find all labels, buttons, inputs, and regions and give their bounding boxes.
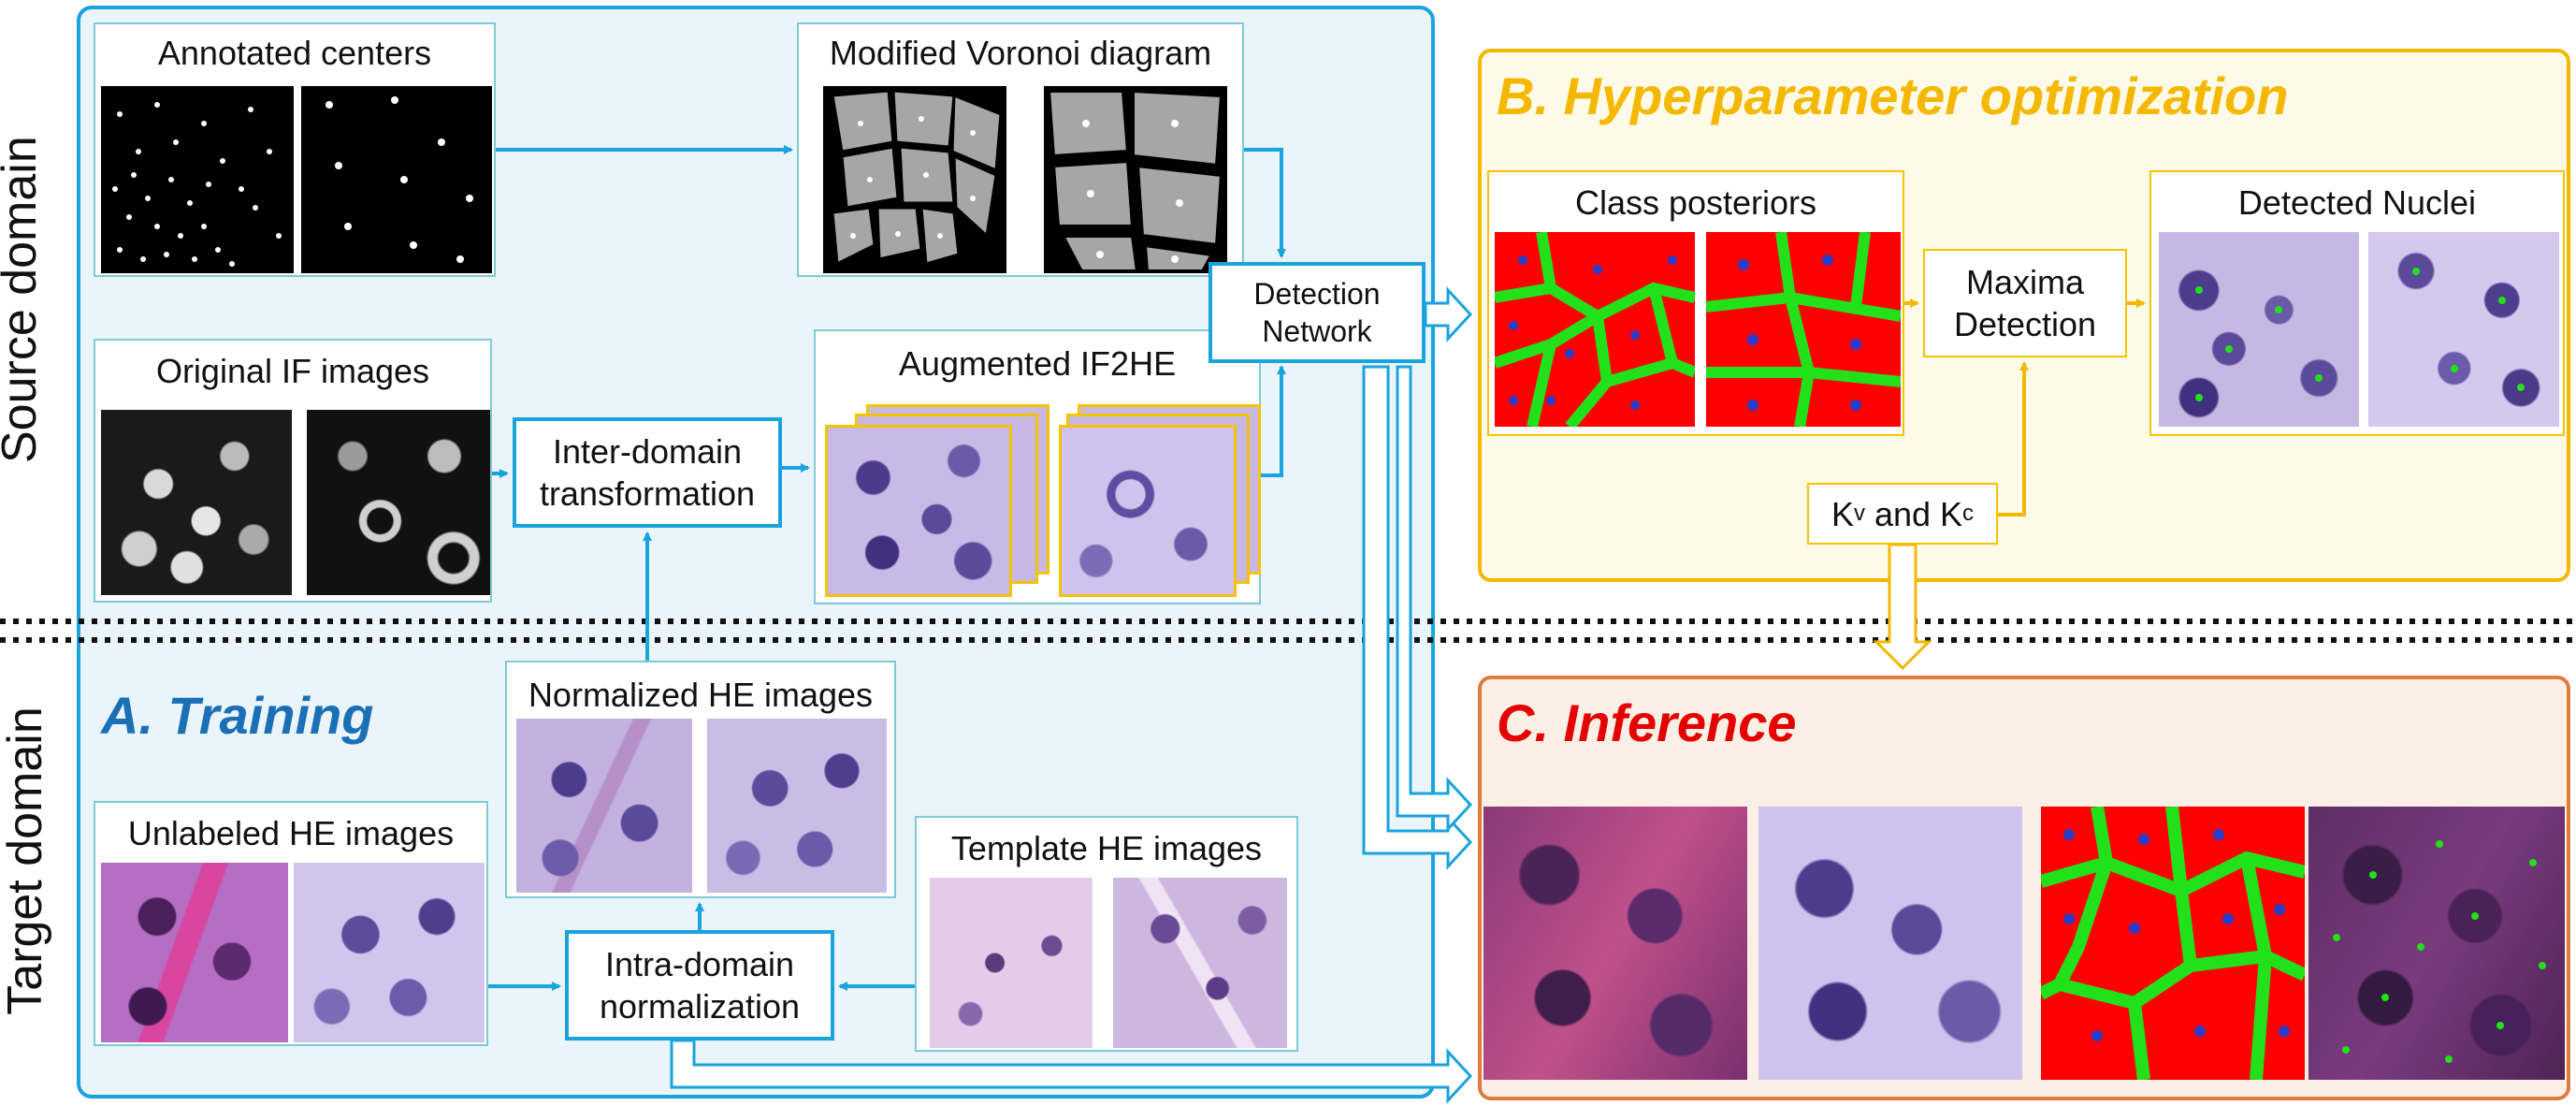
inter-domain-transformation-box: Inter-domain transformation <box>513 417 782 528</box>
original-if-image-2 <box>307 410 490 595</box>
dots-pattern <box>112 102 282 267</box>
detected-nuclei-image-2 <box>2368 232 2559 427</box>
detected-nuclei-panel: Detected Nuclei <box>2149 170 2565 436</box>
dots-pattern <box>326 96 473 263</box>
normalized-he-image-1 <box>516 719 692 893</box>
voronoi-caption: Modified Voronoi diagram <box>829 34 1212 72</box>
target-domain-label: Target domain <box>0 706 52 1015</box>
maxima-detection-box: Maxima Detection <box>1923 249 2127 357</box>
inference-posterior-image <box>2041 807 2305 1080</box>
class-posteriors-caption: Class posteriors <box>1574 183 1817 222</box>
template-he-image-2 <box>1113 878 1287 1048</box>
original-if-caption: Original IF images <box>155 352 430 390</box>
k-c-subscript: c <box>1962 501 1975 526</box>
annotated-centers-image-2 <box>301 86 492 273</box>
posterior-map <box>2041 807 2305 1080</box>
template-he-panel: Template HE images <box>915 816 1298 1052</box>
augmented-image-2 <box>1059 425 1237 597</box>
voronoi-cells <box>1046 88 1224 273</box>
unlabeled-he-image-2 <box>294 863 485 1042</box>
augmented-caption: Augmented IF2HE <box>898 344 1177 383</box>
detection-line-1: Detection <box>1253 277 1381 311</box>
maxima-line-2: Detection <box>1953 305 2097 343</box>
inference-detected-image <box>2308 807 2565 1080</box>
hyperparameter-title: B. Hyperparameter optimization <box>1497 66 2289 125</box>
unlabeled-he-image-1 <box>101 863 288 1042</box>
intra-domain-normalization-box: Intra-domain normalization <box>565 930 834 1041</box>
k-and-label: and K <box>1864 494 1963 533</box>
voronoi-panel: Modified Voronoi diagram <box>797 22 1244 277</box>
normalized-he-panel: Normalized HE images <box>505 661 896 898</box>
k-v-subscript: v <box>1853 501 1865 526</box>
inference-normalized-image <box>1758 807 2022 1080</box>
voronoi-image-1 <box>823 86 1006 273</box>
class-posteriors-image-2 <box>1706 232 1901 427</box>
class-posteriors-image-1 <box>1495 232 1695 427</box>
detected-dots <box>2333 840 2546 1063</box>
inter-domain-line-2: transformation <box>539 474 756 513</box>
detected-dots <box>2195 286 2323 401</box>
intra-domain-line-2: normalization <box>599 987 801 1026</box>
detected-nuclei-image-1 <box>2159 232 2359 427</box>
voronoi-image-2 <box>1044 86 1227 273</box>
unlabeled-he-panel: Unlabeled HE images <box>94 801 488 1046</box>
unlabeled-he-caption: Unlabeled HE images <box>127 814 455 852</box>
detection-network-box: Detection Network <box>1208 262 1425 363</box>
training-title: A. Training <box>101 686 374 745</box>
original-if-panel: Original IF images <box>94 339 492 603</box>
original-if-image-1 <box>101 410 292 595</box>
source-domain-label: Source domain <box>0 136 47 463</box>
detection-line-2: Network <box>1262 314 1372 348</box>
augmented-image-1 <box>825 425 1012 597</box>
normalized-he-image-2 <box>707 719 887 893</box>
maxima-line-1: Maxima <box>1965 263 2085 301</box>
inter-domain-line-1: Inter-domain <box>552 432 743 471</box>
detected-dots <box>2412 268 2525 391</box>
class-posteriors-panel: Class posteriors <box>1487 170 1904 436</box>
template-he-image-1 <box>930 878 1093 1048</box>
detected-nuclei-caption: Detected Nuclei <box>2237 183 2477 222</box>
annotated-centers-panel: Annotated centers <box>94 22 496 277</box>
annotated-centers-caption: Annotated centers <box>157 34 432 72</box>
posterior-map <box>1706 232 1901 427</box>
inference-input-image <box>1483 807 1747 1080</box>
intra-domain-line-1: Intra-domain <box>604 945 795 983</box>
k-label: K <box>1831 494 1854 533</box>
inference-title: C. Inference <box>1497 693 1797 752</box>
augmented-panel: Augmented IF2HE <box>814 329 1261 604</box>
annotated-centers-image-1 <box>101 86 294 273</box>
voronoi-cells <box>831 89 1003 267</box>
posterior-map <box>1495 232 1695 427</box>
normalized-he-caption: Normalized HE images <box>528 676 874 714</box>
template-he-caption: Template HE images <box>950 829 1263 867</box>
